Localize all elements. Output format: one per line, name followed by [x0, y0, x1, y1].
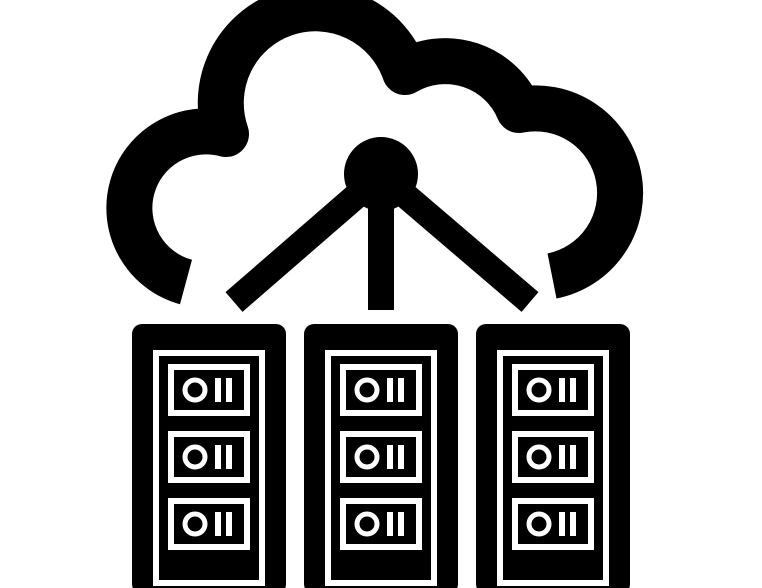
- power-led-icon: [354, 377, 380, 403]
- server-unit-icon: [168, 431, 250, 483]
- server-rack-left: [132, 324, 286, 588]
- drive-slot-icon: [398, 512, 404, 536]
- drive-slot-icon: [226, 445, 232, 469]
- server-unit-icon: [340, 364, 422, 416]
- drive-slot-icon: [398, 445, 404, 469]
- server-unit-icon: [512, 431, 594, 483]
- power-led-icon: [526, 377, 552, 403]
- connector-lines: [225, 174, 539, 312]
- drive-slot-icon: [226, 512, 232, 536]
- drive-slot-icon: [398, 378, 404, 402]
- server-unit-icon: [168, 364, 250, 416]
- drive-slot-icon: [559, 512, 565, 536]
- power-led-icon: [182, 511, 208, 537]
- drive-slot-icon: [387, 445, 393, 469]
- drive-slot-icon: [570, 445, 576, 469]
- drive-slot-icon: [570, 512, 576, 536]
- server-unit-icon: [512, 364, 594, 416]
- drive-slot-icon: [559, 378, 565, 402]
- drive-slot-icon: [215, 512, 221, 536]
- cloud-icon: [106, 0, 644, 305]
- connector-right: [383, 174, 539, 312]
- server-unit-icon: [168, 498, 250, 550]
- power-led-icon: [526, 444, 552, 470]
- drive-slot-icon: [215, 445, 221, 469]
- drive-slot-icon: [387, 512, 393, 536]
- drive-slot-icon: [559, 445, 565, 469]
- drive-slot-icon: [387, 378, 393, 402]
- drive-slot-icon: [226, 378, 232, 402]
- drive-slot-icon: [570, 378, 576, 402]
- power-led-icon: [526, 511, 552, 537]
- connector-left: [225, 174, 379, 312]
- server-racks: [132, 324, 630, 588]
- server-unit-icon: [512, 498, 594, 550]
- drive-slot-icon: [215, 378, 221, 402]
- power-led-icon: [354, 511, 380, 537]
- server-unit-icon: [340, 431, 422, 483]
- power-led-icon: [182, 377, 208, 403]
- server-unit-icon: [340, 498, 422, 550]
- server-rack-center: [304, 324, 458, 588]
- server-rack-right: [476, 324, 630, 588]
- power-led-icon: [182, 444, 208, 470]
- power-led-icon: [354, 444, 380, 470]
